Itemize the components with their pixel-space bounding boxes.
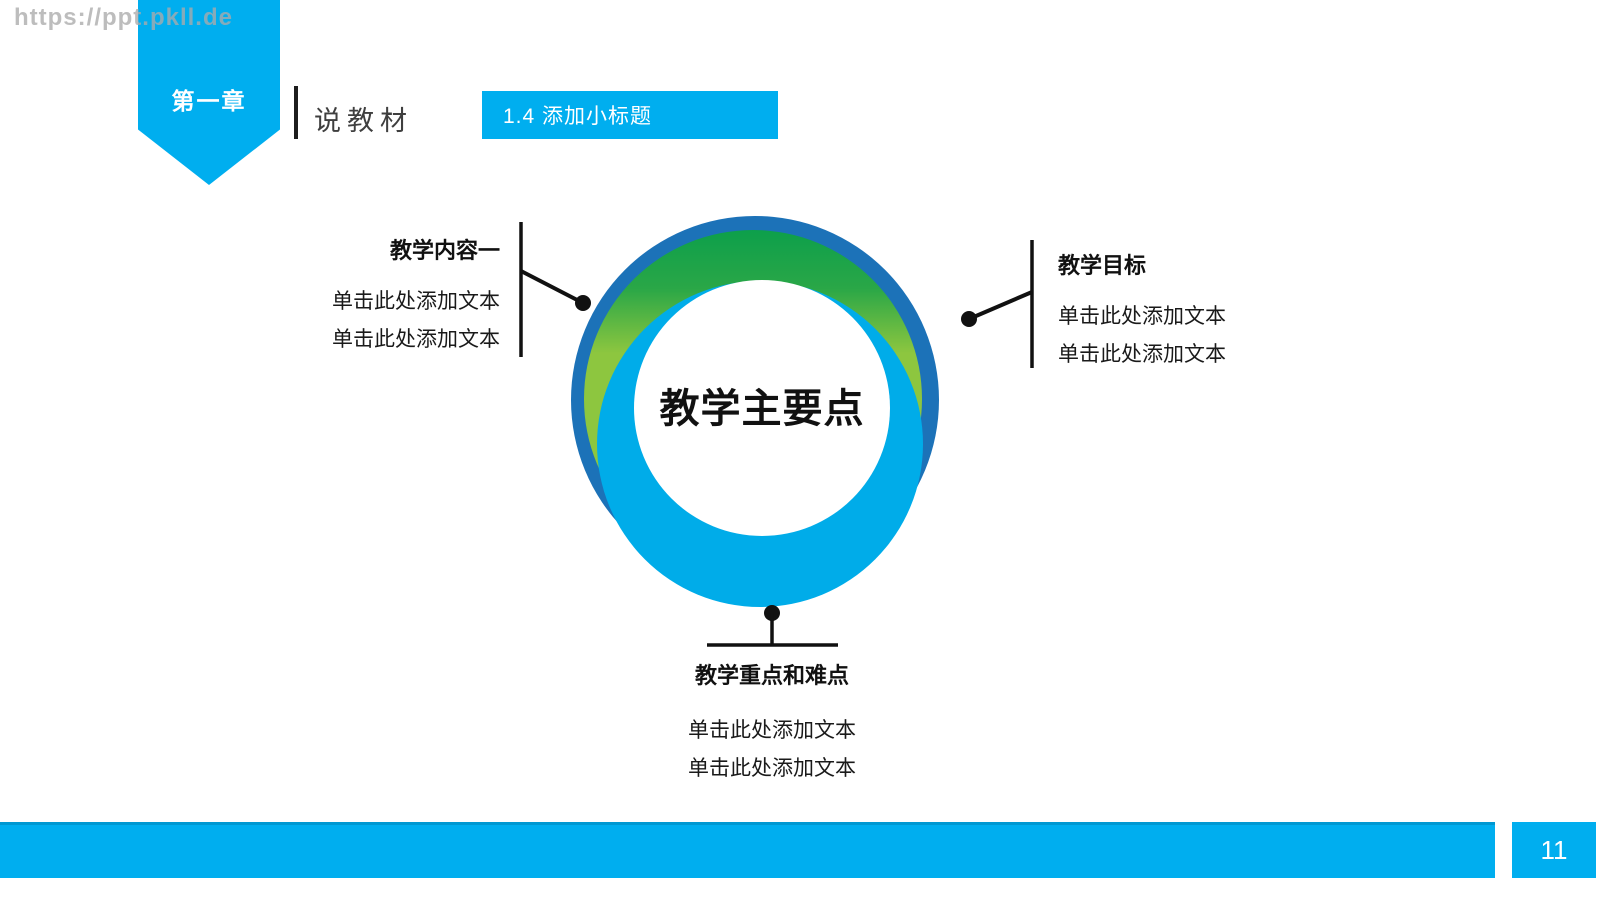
ring-inner-white-circle	[634, 280, 890, 536]
callout-right: 教学目标 单击此处添加文本 单击此处添加文本	[1058, 251, 1226, 374]
section-label: 说教材	[314, 106, 413, 136]
footer-bar	[0, 822, 1495, 878]
page-number: 11	[1540, 834, 1568, 865]
callout-left-placeholder-2[interactable]: 单击此处添加文本	[332, 328, 500, 351]
callout-left-placeholder-1[interactable]: 单击此处添加文本	[332, 290, 500, 313]
subtitle-box: 1.4 添加小标题	[482, 91, 778, 139]
header-divider	[294, 86, 298, 139]
chapter-banner-label: 第一章	[171, 88, 247, 114]
callout-right-title: 教学目标	[1058, 253, 1147, 278]
callout-right-placeholder-1[interactable]: 单击此处添加文本	[1058, 305, 1226, 328]
watermark-url: https://ppt.pkll.de	[14, 4, 233, 31]
connector-left-dot	[575, 295, 591, 311]
connector-right-dot	[961, 311, 977, 327]
subtitle-label: 1.4 添加小标题	[503, 105, 653, 128]
connector-right-diagonal-line	[968, 290, 1033, 321]
connector-left-diagonal-line	[520, 269, 584, 305]
callout-bottom: 教学重点和难点 单击此处添加文本 单击此处添加文本	[572, 661, 972, 788]
callout-right-placeholder-2[interactable]: 单击此处添加文本	[1058, 343, 1226, 366]
callout-left-title: 教学内容一	[389, 238, 500, 263]
diagram-center-title: 教学主要点	[659, 387, 865, 431]
callout-bottom-placeholder-1[interactable]: 单击此处添加文本	[688, 719, 856, 742]
callout-bottom-placeholder-2[interactable]: 单击此处添加文本	[688, 757, 856, 780]
callout-left: 教学内容一 单击此处添加文本 单击此处添加文本	[332, 236, 500, 359]
callout-bottom-title: 教学重点和难点	[694, 663, 849, 688]
page-number-badge: 11	[1512, 822, 1596, 878]
